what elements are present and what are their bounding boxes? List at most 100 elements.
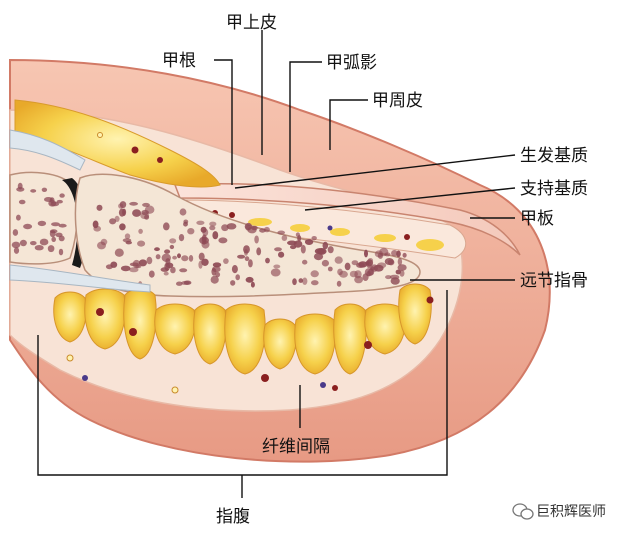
bone-pore: [364, 249, 368, 258]
bone-pore: [59, 193, 65, 198]
bone-pore: [322, 241, 329, 250]
bone-pore: [47, 245, 55, 253]
bone-pore: [179, 208, 187, 216]
bone-pore: [129, 201, 139, 206]
bone-pore: [109, 218, 117, 225]
bone-pore: [302, 259, 308, 265]
label-paronychium: 甲周皮: [372, 91, 423, 111]
bone-pore: [170, 266, 176, 274]
bone-pore: [58, 223, 67, 228]
bone-pore: [254, 235, 259, 244]
bone-pore: [327, 246, 334, 254]
bone-pore: [395, 269, 401, 275]
dorsal-fat: [14, 99, 221, 188]
bone-pore: [119, 223, 126, 231]
bone-pore: [148, 270, 155, 278]
bone-pore: [218, 237, 228, 244]
flexor-tendon: [9, 264, 151, 293]
bone-pore: [402, 252, 407, 258]
bone-pore: [358, 261, 368, 268]
bone-pore: [132, 209, 142, 217]
bone-pore: [198, 260, 203, 269]
bone-pore: [362, 273, 369, 282]
bone-pore: [235, 274, 240, 281]
fat-lobule: [364, 303, 406, 355]
label-nail-plate: 甲板: [520, 209, 554, 229]
bone-pore: [164, 249, 171, 254]
label-nail-cuticle: 甲上皮: [226, 13, 277, 33]
bone-pore: [169, 244, 175, 250]
fat-lobule: [333, 303, 367, 375]
bone-pore: [251, 225, 258, 231]
bone-pore: [336, 280, 342, 287]
bone-pore: [129, 267, 139, 273]
bone-pore: [181, 255, 189, 262]
bone-pore: [311, 236, 317, 241]
bone-pore: [198, 252, 205, 261]
bone-pore: [389, 274, 400, 280]
bone-pore: [300, 244, 306, 254]
label-distal-phalanx: 远节指骨: [520, 271, 588, 291]
bone-pore: [92, 220, 99, 229]
bone-trabeculae: [11, 182, 407, 289]
bone-pore: [200, 226, 207, 233]
bone-pore: [201, 258, 209, 266]
bone-pore: [135, 264, 142, 269]
bone-pore: [321, 259, 329, 267]
fat-lobule: [193, 303, 227, 365]
bone-pore: [49, 197, 55, 204]
label-nail-root: 甲根: [162, 51, 196, 71]
dorsal-fat-vessels: [97, 132, 163, 163]
bone-pore: [211, 268, 217, 276]
bone-pore: [120, 265, 131, 272]
bone-pore: [114, 215, 120, 222]
bone-pore: [96, 204, 103, 211]
bone-pore: [37, 220, 47, 227]
bone-pore: [231, 265, 238, 274]
label-lunula: 甲弧影: [326, 53, 377, 73]
fat-lobule: [263, 318, 297, 370]
bone-pore: [221, 224, 229, 232]
bone-pore: [385, 275, 392, 280]
bone-pore: [304, 239, 314, 245]
bone-pore: [201, 240, 210, 249]
fat-lobule: [398, 283, 432, 345]
bone-pore: [58, 235, 65, 242]
bone-pore: [172, 255, 178, 260]
bone-pore: [155, 254, 161, 260]
nail-plate: [173, 182, 521, 256]
bone-pore: [384, 258, 394, 265]
bone-pore: [351, 260, 359, 266]
bone-pore: [12, 229, 19, 236]
label-germinal-matrix: 生发基质: [520, 146, 588, 166]
bone-pore: [243, 245, 250, 254]
bone-pore: [165, 262, 174, 269]
bone-pore: [313, 253, 324, 261]
bone-pore: [215, 271, 221, 278]
bone-pore: [334, 256, 343, 264]
bone-pore: [223, 258, 229, 264]
bone-pore: [122, 208, 127, 216]
bone-pore: [16, 214, 21, 221]
bone-pore: [51, 222, 60, 227]
bone-pore: [314, 248, 325, 255]
bone-pore: [339, 270, 348, 278]
bone-pore: [237, 254, 246, 259]
bone-pore: [181, 280, 190, 285]
bone-pore: [163, 222, 170, 231]
bone-pore: [11, 241, 21, 249]
bone-pore: [114, 248, 124, 257]
pad-vessels: [66, 296, 434, 394]
bone-pore: [273, 264, 281, 269]
bone-pore: [30, 241, 37, 246]
bone-pore: [160, 267, 169, 272]
bone-pore: [23, 223, 33, 230]
bone-pore: [244, 222, 253, 231]
bone-pore: [270, 268, 281, 277]
bone-pore: [374, 250, 383, 258]
fat-lobule: [84, 288, 126, 350]
bone-pore: [154, 247, 160, 252]
bone-pore: [188, 255, 194, 262]
bone-pore: [124, 233, 131, 239]
bone-pore: [30, 189, 37, 193]
